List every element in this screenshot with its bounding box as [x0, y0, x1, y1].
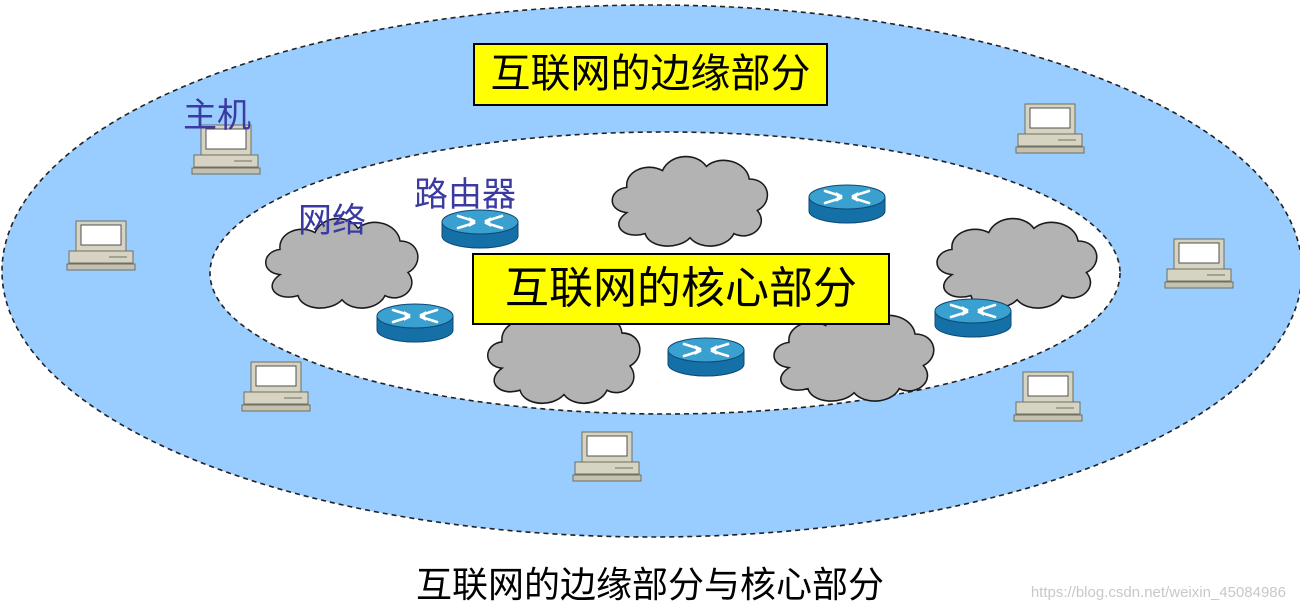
watermark: https://blog.csdn.net/weixin_45084986 [1030, 584, 1286, 601]
computer-host-icon [66, 220, 136, 271]
router-icon [807, 183, 887, 225]
computer-host-icon [1013, 371, 1083, 422]
core-region-label: 互联网的核心部分 [472, 253, 890, 325]
network-cloud-icon [611, 155, 769, 247]
host-label: 主机 [183, 96, 251, 136]
router-icon [375, 302, 455, 344]
network-cloud-icon [936, 217, 1098, 309]
figure-caption: 互联网的边缘部分与核心部分 [415, 565, 884, 606]
computer-host-icon [1164, 238, 1234, 289]
router-icon [933, 297, 1013, 339]
router-icon [666, 336, 746, 378]
computer-host-icon [572, 431, 642, 482]
network-label: 网络 [298, 201, 366, 241]
computer-host-icon [241, 361, 311, 412]
edge-region-label: 互联网的边缘部分 [473, 43, 828, 106]
router-label: 路由器 [414, 175, 516, 215]
computer-host-icon [1015, 103, 1085, 154]
